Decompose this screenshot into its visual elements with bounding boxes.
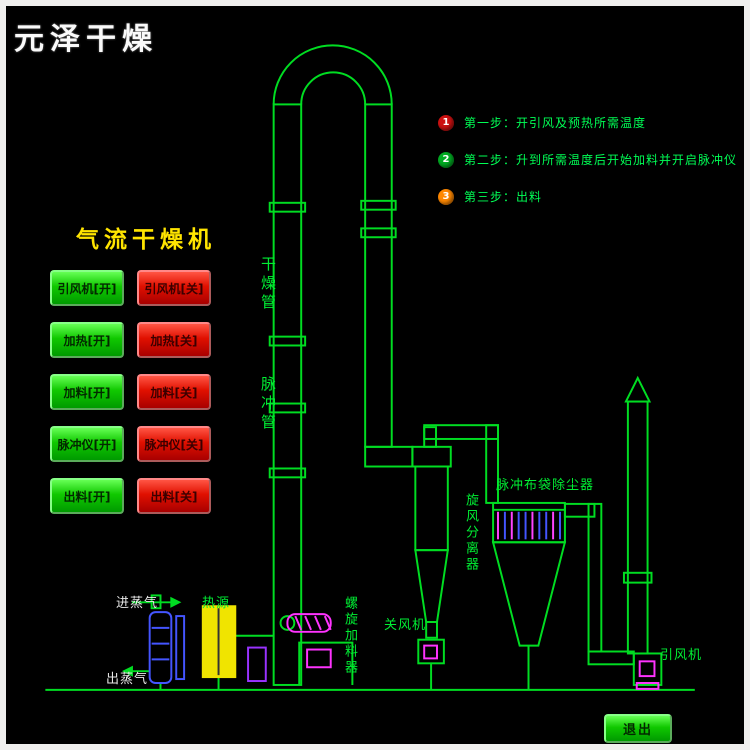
bag-filter: [491, 501, 567, 690]
step-1: 1 第一步：开引风及预热所需温度: [438, 114, 737, 131]
step-3-badge: 3: [438, 188, 454, 205]
steam-in-label: 进蒸气: [116, 596, 159, 611]
step-2-text: 第二步：升到所需温度后开始加料并开启脉冲仪: [464, 153, 738, 167]
steam-lines: [121, 594, 274, 690]
feeder-stand: [298, 641, 354, 685]
step-1-badge: 1: [438, 114, 454, 131]
feed-off-button[interactable]: 加料[关]: [137, 374, 211, 410]
drying-column-pipe: [268, 103, 307, 686]
piping-network: [45, 44, 695, 691]
draft-fan-and-stack: [622, 375, 663, 686]
pulse-pipe-label: 脉冲管: [259, 376, 277, 433]
filter-bags: [497, 511, 561, 540]
steam-out-label: 出蒸气: [106, 672, 149, 687]
discharge-on-button[interactable]: 出料[开]: [50, 478, 124, 514]
bag-filter-label: 脉冲布袋除尘器: [496, 478, 595, 493]
cyclone-to-filter-duct: [423, 424, 499, 504]
filter-to-fan-duct: [563, 502, 635, 666]
pulse-pipe: [360, 103, 414, 468]
step-2-badge: 2: [438, 151, 454, 168]
airlock-motor: [423, 644, 438, 660]
exit-button[interactable]: 退出: [604, 714, 672, 743]
process-diagram: [45, 44, 695, 691]
pulse-off-button[interactable]: 脉冲仪[关]: [137, 426, 211, 462]
u-bend-pipe: [272, 44, 393, 105]
steam-tank: [148, 611, 186, 684]
fan-off-button[interactable]: 引风机[关]: [137, 270, 211, 306]
step-1-text: 第一步：开引风及预热所需温度: [464, 116, 647, 130]
fan-motor: [638, 660, 656, 678]
heat-source-box: [201, 605, 237, 679]
step-3-text: 第三步：出料: [464, 190, 543, 204]
page-title: 气流干燥机: [76, 227, 216, 253]
screw-feeder-body: [286, 613, 332, 669]
draft-fan-label: 引风机: [660, 648, 703, 663]
steps-legend: 1 第一步：开引风及预热所需温度 2 第二步：升到所需温度后开始加料并开启脉冲仪…: [438, 114, 737, 225]
fan-on-button[interactable]: 引风机[开]: [50, 270, 124, 306]
magenta-equipment: [247, 613, 660, 690]
heat-on-button[interactable]: 加热[开]: [50, 322, 124, 358]
step-2: 2 第二步：升到所需温度后开始加料并开启脉冲仪: [438, 151, 737, 168]
step-3: 3 第三步：出料: [438, 188, 737, 205]
cyclone-label: 旋风分离器: [463, 493, 478, 573]
cyclone-separator: [411, 445, 452, 690]
air-lock-label: 关风机: [384, 618, 427, 633]
brand-watermark: 元泽干燥: [14, 22, 158, 57]
pulse-on-button[interactable]: 脉冲仪[开]: [50, 426, 124, 462]
feeder-inlet: [279, 615, 296, 631]
control-button-panel: 引风机[开] 引风机[关] 加热[开] 加热[关] 加料[开] 加料[关] 脉冲…: [50, 270, 211, 514]
drying-pipe-label: 干燥管: [259, 256, 277, 313]
screw-feeder-label: 螺旋加料器: [342, 596, 357, 676]
feed-on-button[interactable]: 加料[开]: [50, 374, 124, 410]
pump-box: [247, 646, 267, 683]
discharge-off-button[interactable]: 出料[关]: [137, 478, 211, 514]
heat-off-button[interactable]: 加热[关]: [137, 322, 211, 358]
fan-base: [635, 682, 660, 690]
heat-source-label: 热源: [202, 596, 231, 611]
